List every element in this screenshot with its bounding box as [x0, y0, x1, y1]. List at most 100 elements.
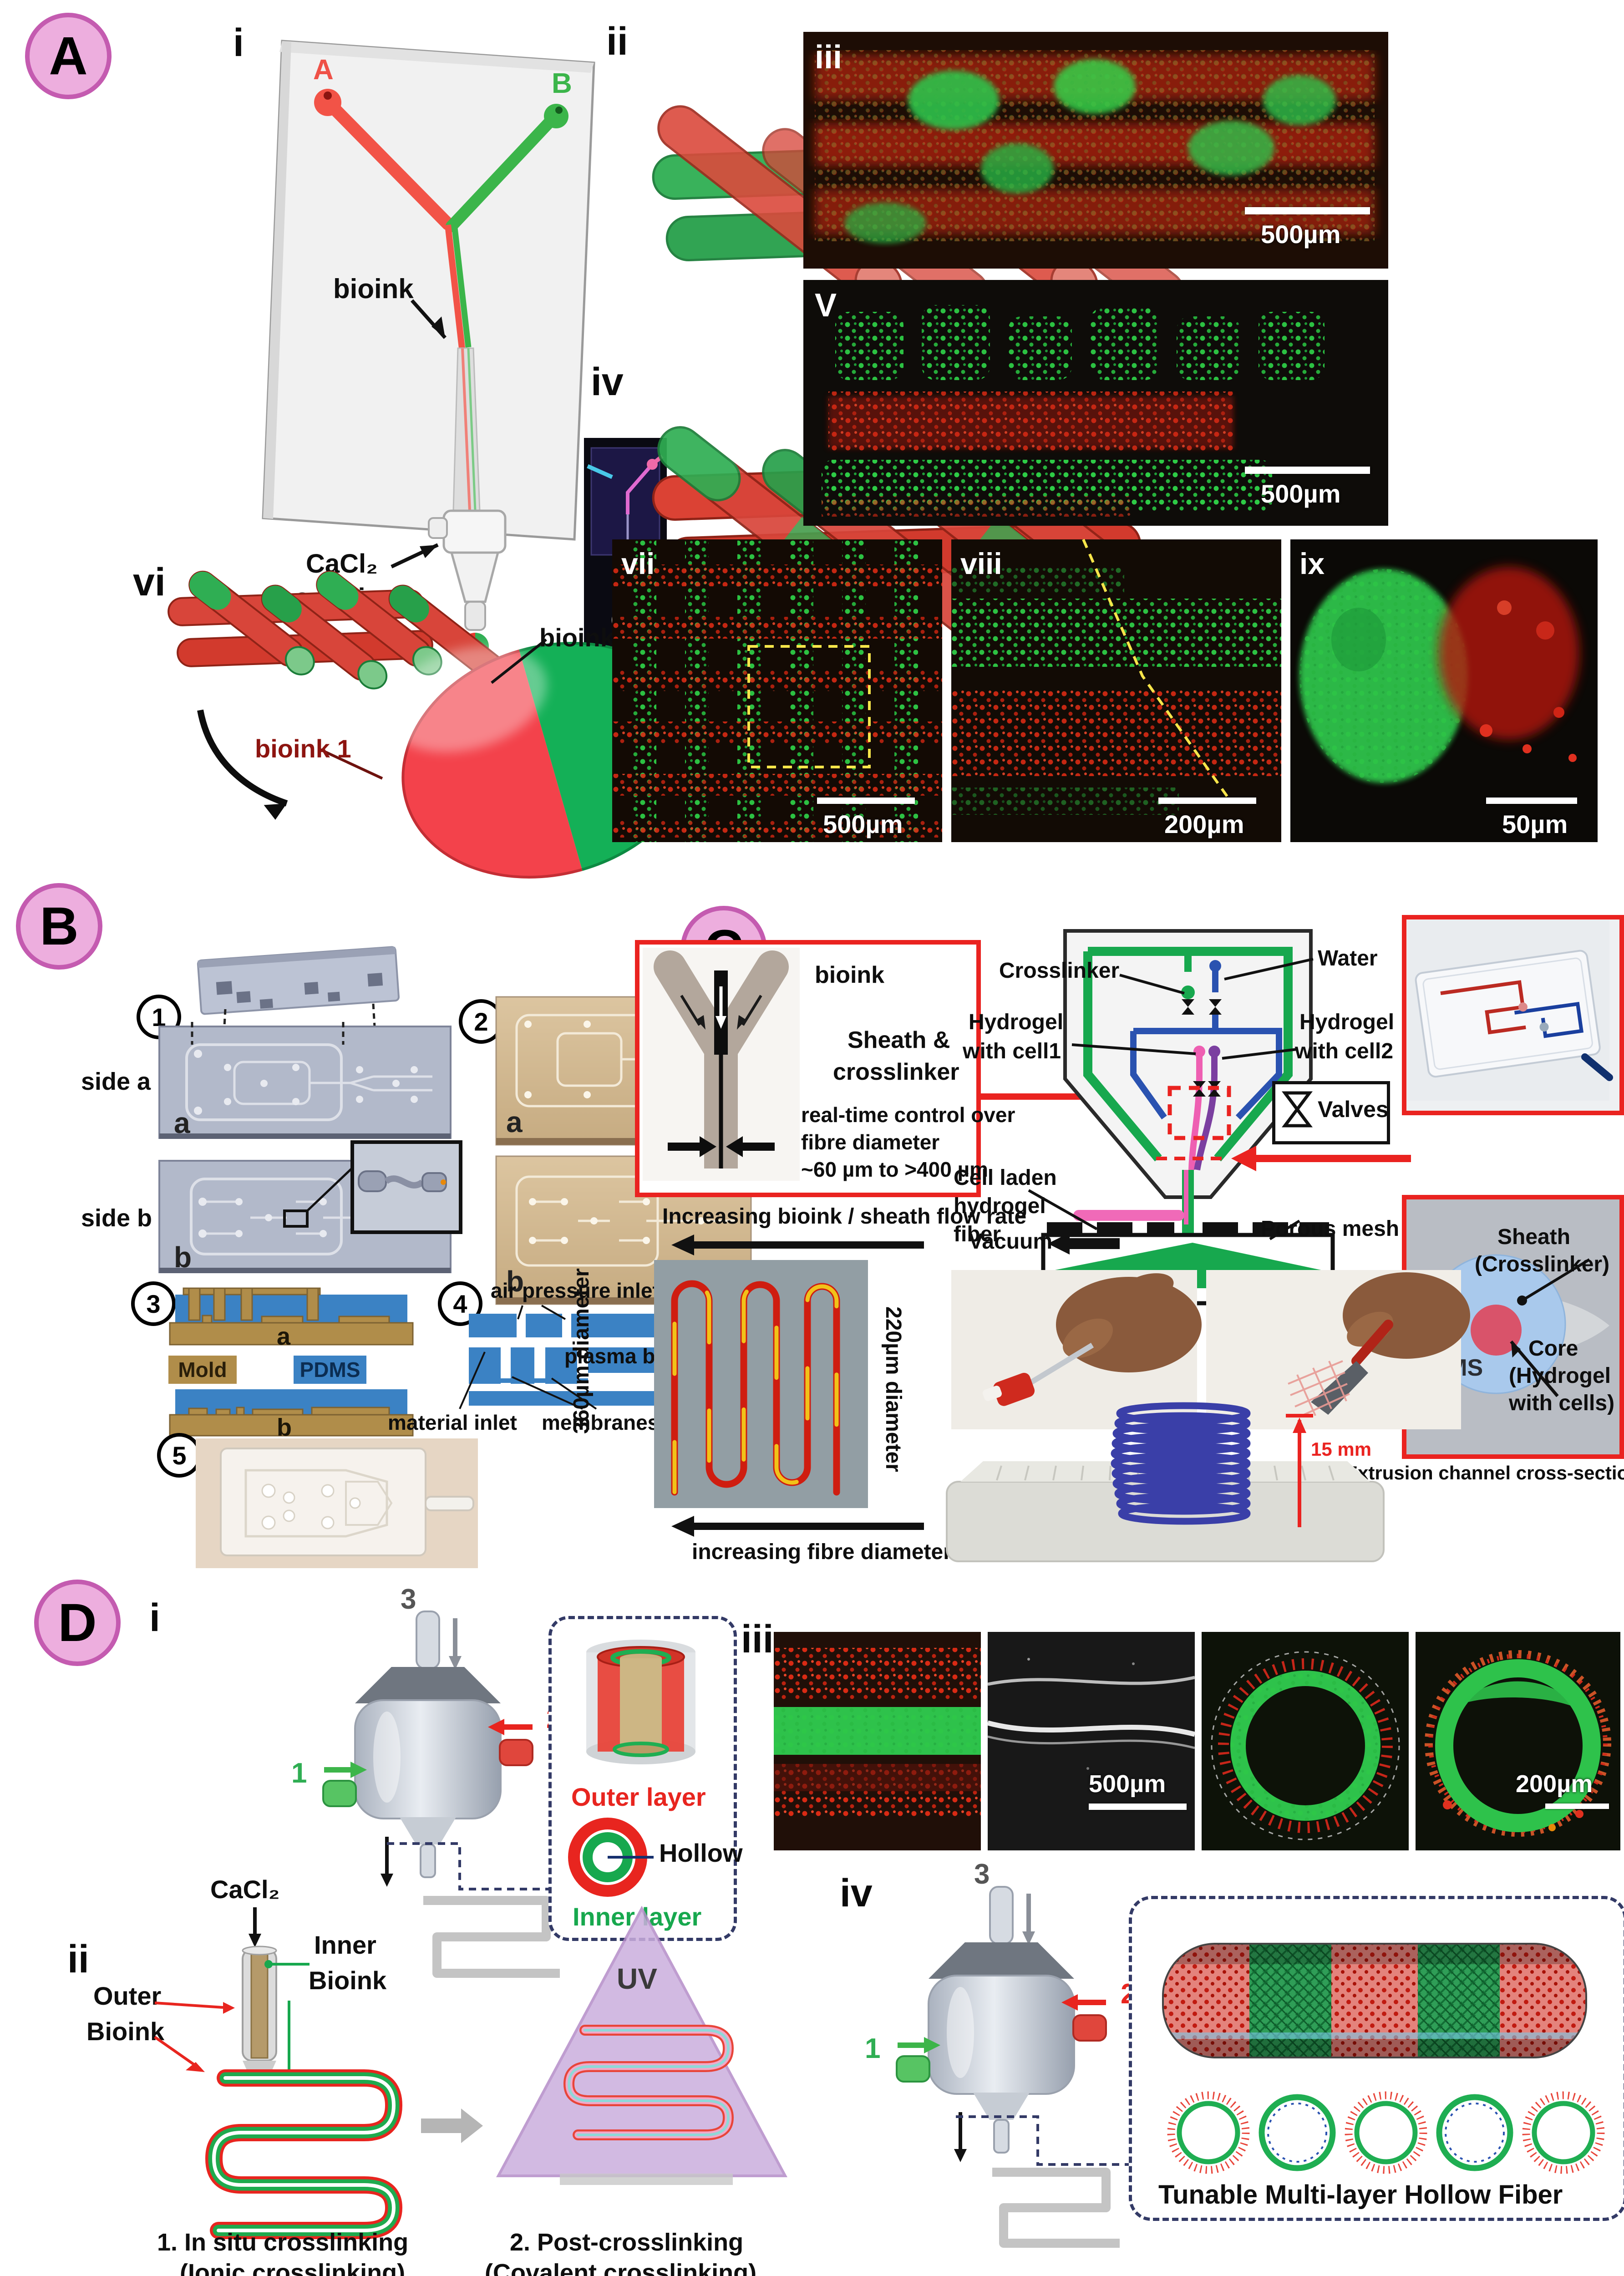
label-a-iii: iii: [815, 39, 842, 76]
core-shell-serpentine: [205, 2069, 402, 2239]
micrograph-d-iii-2: [987, 1632, 1196, 1850]
serpentine-gray-i: [423, 1896, 560, 1978]
fibre-serpentine-photo: [654, 1260, 868, 1508]
hand-photo-2: [1206, 1270, 1470, 1429]
hydrogel1-l2: with cell1: [963, 1039, 1061, 1063]
step-5-circle: 5: [157, 1433, 202, 1478]
scalebar-a-viii: [1158, 798, 1256, 804]
red-arrow-2: [1231, 1146, 1411, 1171]
water-label: Water: [1318, 946, 1378, 970]
flow-rate-top-arrow: [671, 1235, 924, 1255]
diameter-360-label: 360µm diameter: [569, 1268, 594, 1434]
scalebar-a-v: [1245, 467, 1370, 474]
microfluidic-y-device-illustration: [262, 40, 595, 660]
side-b-label: side b: [81, 1204, 152, 1232]
label-d-iii: iii: [741, 1617, 774, 1661]
realtime-l3: ~60 µm to >400 µm: [801, 1158, 988, 1181]
step-3-circle: 3: [131, 1281, 176, 1326]
uv-triangle: [496, 1905, 788, 2185]
slab-b-inset-drawing: [358, 1170, 447, 1192]
cross-b-letter: b: [277, 1414, 292, 1441]
hydrogel2-leader: [1222, 1048, 1298, 1060]
label-a-i: i: [233, 21, 244, 65]
micrograph-a-v: [803, 280, 1388, 526]
mold-pdms-cross-section-b: [169, 1389, 414, 1437]
hydrogel2-l1: Hydrogel: [1299, 1010, 1395, 1034]
mold-pdms-cross-section-a: [169, 1287, 414, 1346]
outer-layer-label: Outer layer: [571, 1783, 706, 1811]
scale-d-iii-200: 200µm: [1516, 1770, 1593, 1798]
pdms-legend: PDMS: [294, 1356, 366, 1384]
hand-photo-1: [951, 1270, 1202, 1429]
label-d-v: v: [861, 2263, 883, 2276]
cross-a-letter: a: [277, 1323, 291, 1350]
cad-lid-illustration: [197, 946, 400, 1035]
inner-bioink-l1: Inner: [314, 1931, 376, 1959]
outer-bioink-leaders: [154, 2002, 235, 2072]
step2-l2: (Covalent crosslinking): [485, 2259, 757, 2276]
bioink1-label: bioink 1: [255, 734, 351, 763]
crosslinker-label: Crosslinker: [999, 959, 1120, 983]
micrograph-a-vii: [612, 539, 942, 842]
height-arrow-15mm: [1286, 1414, 1313, 1527]
micrograph-d-iii-4: [1416, 1632, 1620, 1850]
label-a-ix: ix: [1299, 547, 1325, 580]
scalebar-a-vii: [817, 798, 915, 804]
label-a-v: V: [815, 287, 837, 324]
label-a-iv: iv: [591, 360, 624, 404]
cell-laden-leader: [1028, 1189, 1098, 1230]
coaxial-nozzle-i: [322, 1610, 533, 1887]
printed-blue-tube: [1111, 1402, 1251, 1525]
hydrogel1-l1: Hydrogel: [969, 1010, 1064, 1034]
cell-laden-l1: Cell laden: [954, 1166, 1057, 1190]
membranes-label: membranes: [542, 1411, 660, 1434]
uv-label: UV: [617, 1962, 657, 1995]
mold-legend: Mold: [168, 1356, 237, 1384]
vacuum-label: Vacuum: [969, 1229, 1053, 1254]
side-a-label: side a: [81, 1068, 151, 1095]
porous-mesh-label: Porous mesh: [1261, 1217, 1400, 1241]
d-i-n1: 1: [291, 1758, 307, 1789]
cacl2-label: CaCl₂: [306, 549, 378, 579]
scale-a-iii: 500µm: [1261, 220, 1341, 249]
gray-right-arrow: [421, 2108, 483, 2143]
sheath-crosslinker-l2: crosslinker: [833, 1059, 959, 1085]
port-a-label: A: [313, 54, 334, 86]
d-iv-n3: 3: [974, 1859, 990, 1890]
b4-leader-lines: [459, 1351, 597, 1410]
scalebar-d-iii-500: [1089, 1804, 1187, 1810]
photo-b-letter: b: [506, 1265, 524, 1298]
core-cross-l2: (Hydrogel: [1509, 1364, 1611, 1388]
scale-a-ix: 50µm: [1502, 810, 1568, 838]
hollow-ring: [568, 1818, 654, 1897]
valve-symbol: [1282, 1091, 1313, 1128]
step1-l2: (Ionic crosslinking): [180, 2259, 406, 2276]
label-a-ii: ii: [606, 20, 628, 63]
dashed-connector-i: [387, 1842, 551, 1890]
scale-a-vii: 500µm: [823, 810, 903, 838]
panel-d-badge: D: [34, 1580, 121, 1666]
hollow-fiber-cylinder: [586, 1640, 695, 1764]
coaxial-needle-ii: [242, 1946, 277, 2077]
micrograph-d-iii-1: [774, 1632, 981, 1850]
step1-l1: 1. In situ crosslinking: [157, 2229, 409, 2256]
c-bioink-label: bioink: [815, 962, 885, 988]
assembled-device-photo: [196, 1438, 478, 1568]
extrusion-caption: Extrusion channel cross-section: [1345, 1462, 1624, 1483]
scale-a-v: 500µm: [1261, 479, 1341, 508]
photo-a-letter: a: [506, 1106, 523, 1138]
cacl2-arrow: [249, 1907, 261, 1947]
scale-d-iii-500: 500µm: [1089, 1770, 1166, 1798]
fibre-diameter-bottom-arrow: [671, 1516, 924, 1537]
hydrogel1-leader: [1071, 1043, 1196, 1055]
sheath-crosslinker-l1: Sheath &: [848, 1027, 950, 1053]
chip-photo: [1407, 920, 1613, 1101]
label-a-vii: vii: [621, 547, 655, 580]
scalebar-a-ix: [1486, 798, 1577, 804]
step2-l1: 2. Post-crosslinking: [510, 2229, 744, 2256]
port-b-label: B: [552, 68, 572, 99]
dashed-connector-iv: [956, 2115, 1138, 2166]
cell-laden-l2: hydrogel: [954, 1194, 1046, 1218]
core-cross-l1: Core: [1528, 1336, 1578, 1361]
coaxial-nozzle-iv: [896, 1886, 1107, 2162]
